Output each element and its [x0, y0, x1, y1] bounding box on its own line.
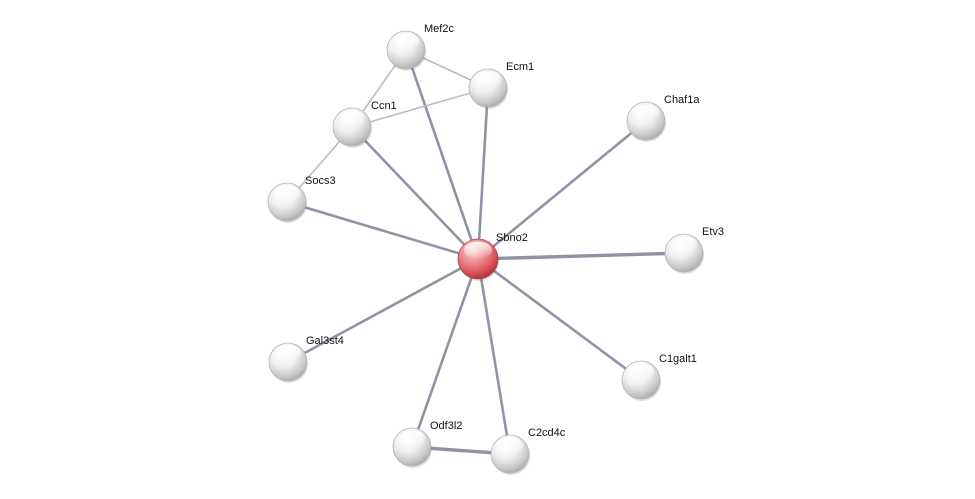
node-highlight	[632, 104, 660, 121]
node-highlight	[670, 236, 698, 253]
node-highlight	[496, 437, 524, 454]
node-label-c1galt1: C1galt1	[659, 353, 697, 365]
node-highlight	[274, 345, 302, 362]
edge-sbno2-chaf1a	[476, 119, 648, 261]
node-label-gal3st4: Gal3st4	[306, 335, 344, 347]
node-label-sbno2: Sbno2	[496, 232, 528, 244]
node-label-c2cd4c: C2cd4c	[528, 427, 566, 439]
node-mef2c[interactable]: Mef2c	[386, 23, 454, 71]
edge-sbno2-ccn1	[350, 125, 480, 261]
node-c1galt1[interactable]: C1galt1	[621, 353, 697, 401]
edge-sbno2-gal3st4	[286, 257, 480, 364]
edge-ccn1-ecm1	[351, 87, 489, 128]
node-odf3l2[interactable]: Odf3l2	[392, 420, 462, 468]
node-gal3st4[interactable]: Gal3st4	[268, 335, 344, 383]
node-highlight	[338, 110, 366, 127]
edge-sbno2-ecm1	[476, 86, 490, 261]
edge-sbno2-etv3	[476, 251, 686, 261]
node-label-socs3: Socs3	[305, 175, 336, 187]
edge-sbno2-socs3	[285, 200, 480, 261]
node-label-etv3: Etv3	[702, 226, 724, 238]
edge-sbno2-mef2c	[404, 48, 480, 261]
node-socs3[interactable]: Socs3	[267, 175, 336, 223]
node-highlight	[398, 430, 426, 447]
node-label-ccn1: Ccn1	[371, 100, 397, 112]
node-label-mef2c: Mef2c	[424, 23, 454, 35]
node-label-ecm1: Ecm1	[506, 61, 534, 73]
node-chaf1a[interactable]: Chaf1a	[626, 94, 700, 142]
node-highlight	[464, 241, 492, 259]
node-highlight	[392, 33, 420, 50]
edge-sbno2-c1galt1	[476, 257, 643, 382]
node-etv3[interactable]: Etv3	[664, 226, 724, 274]
node-highlight	[273, 185, 301, 202]
node-c2cd4c[interactable]: C2cd4c	[490, 427, 566, 475]
node-ecm1[interactable]: Ecm1	[468, 61, 534, 109]
edge-sbno2-odf3l2	[410, 257, 480, 449]
node-ccn1[interactable]: Ccn1	[332, 100, 397, 148]
node-label-chaf1a: Chaf1a	[664, 94, 700, 106]
node-highlight	[474, 71, 502, 88]
node-sbno2[interactable]: Sbno2	[457, 232, 528, 281]
node-label-odf3l2: Odf3l2	[430, 420, 462, 432]
node-highlight	[627, 363, 655, 380]
edge-sbno2-c2cd4c	[476, 257, 512, 456]
